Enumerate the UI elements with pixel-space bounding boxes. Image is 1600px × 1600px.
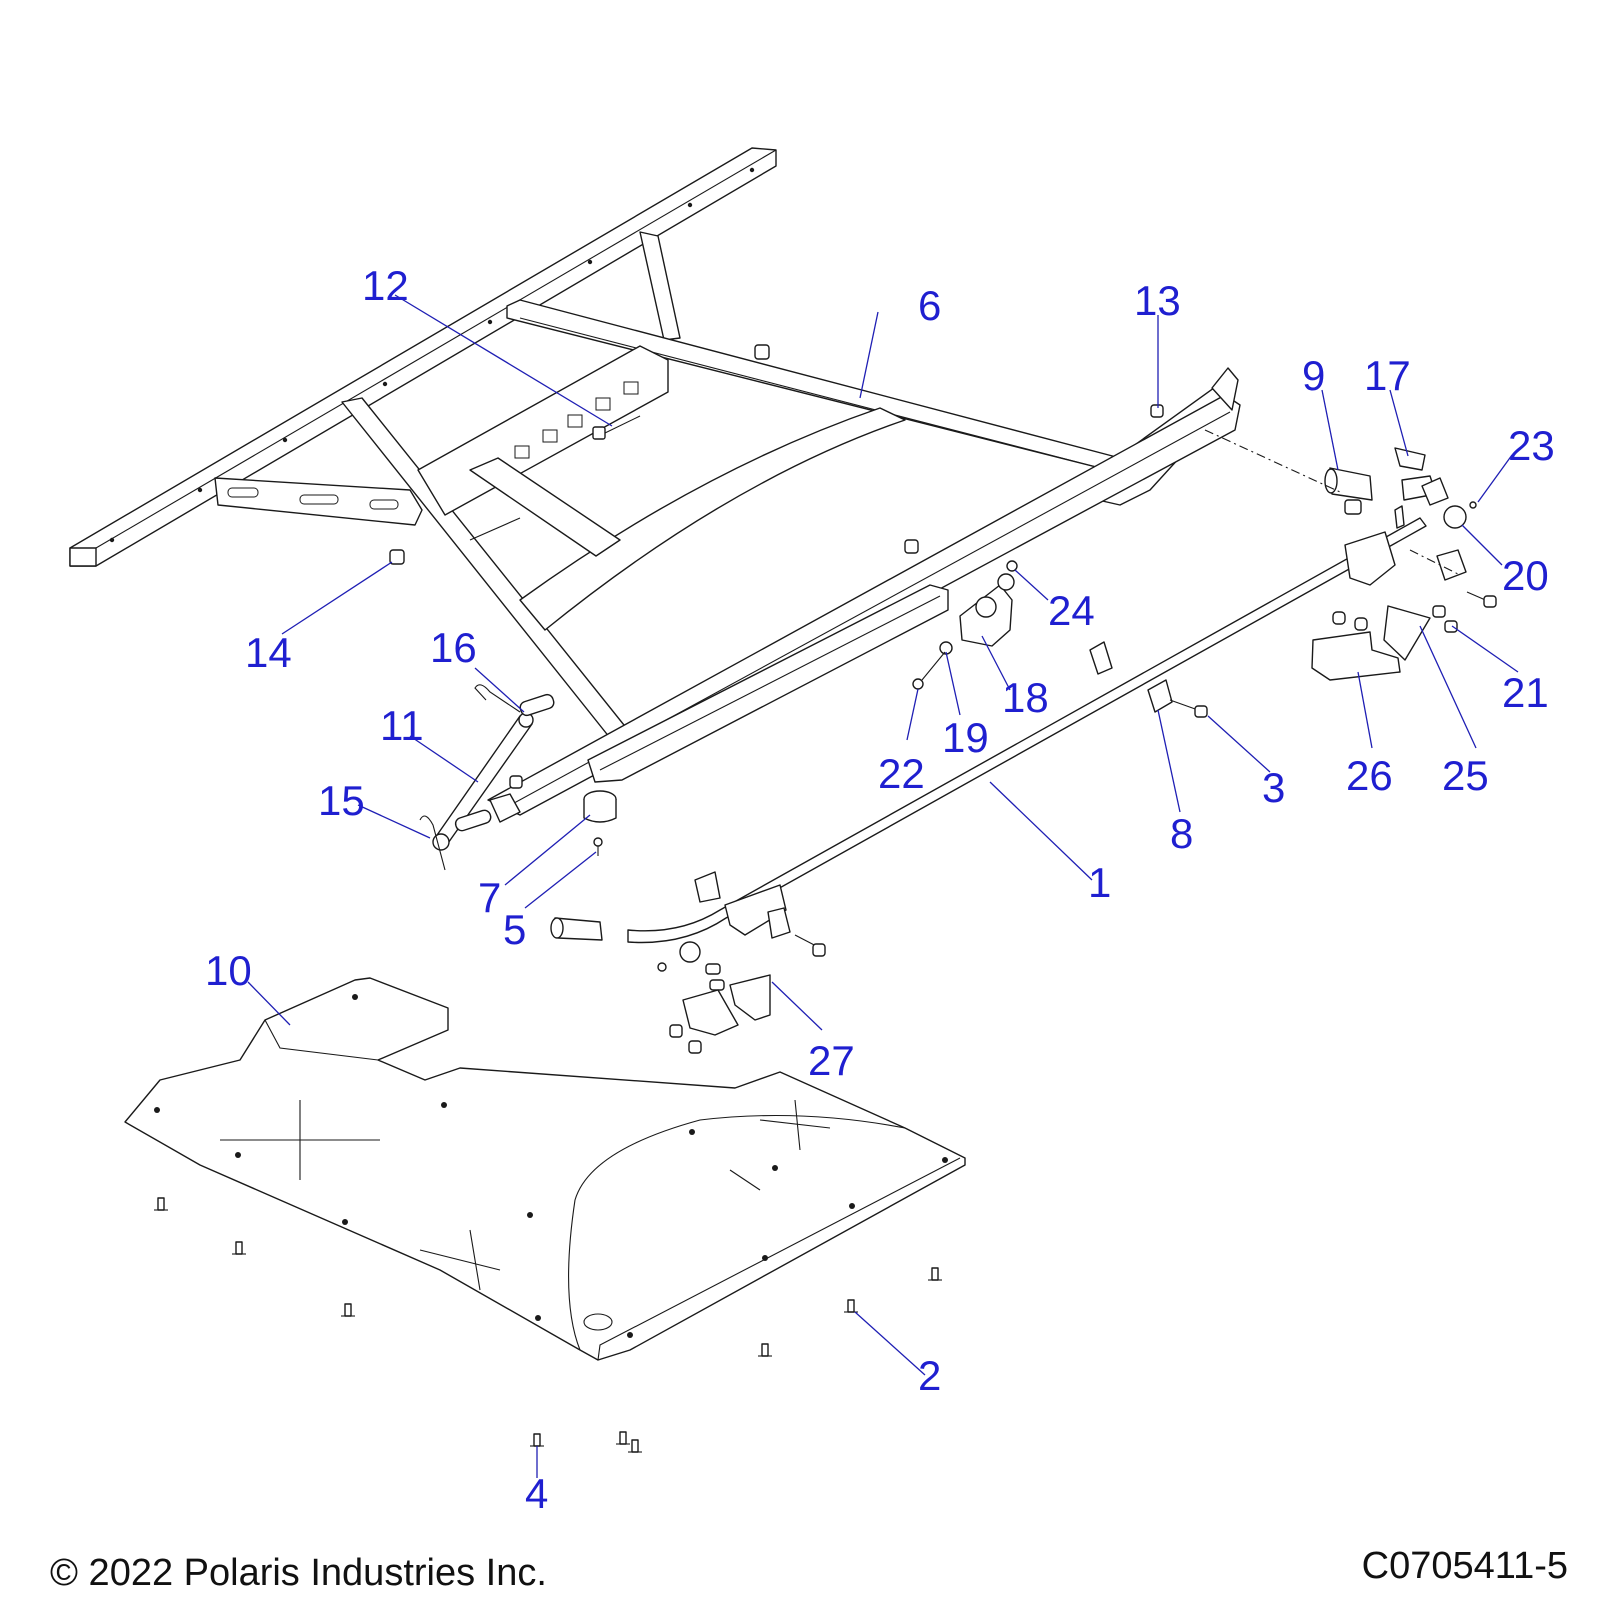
assembly-centerline <box>1204 429 1341 493</box>
callout-7: 7 <box>478 874 501 921</box>
callout-17: 17 <box>1364 352 1411 399</box>
callout-15: 15 <box>318 777 365 824</box>
callout-2: 2 <box>918 1352 941 1399</box>
callout-19: 19 <box>942 714 989 761</box>
callout-18: 18 <box>1002 674 1049 721</box>
callout-23: 23 <box>1508 422 1555 469</box>
bumper-and-screw <box>583 790 617 856</box>
callout-11: 11 <box>380 702 424 749</box>
frame-hardware <box>389 344 1164 789</box>
cargo-box-frame <box>69 147 1241 823</box>
gas-strut-assembly <box>419 684 555 871</box>
skid-plate <box>124 977 966 1361</box>
callout-16: 16 <box>430 624 477 671</box>
callout-13: 13 <box>1134 277 1181 324</box>
callout-1: 1 <box>1088 859 1111 906</box>
skid-plate-screws <box>154 1197 942 1453</box>
callout-22: 22 <box>878 750 925 797</box>
callout-25: 25 <box>1442 752 1489 799</box>
callout-labels: 1 2 3 4 5 6 7 8 9 10 11 12 13 14 15 16 1… <box>205 262 1555 1517</box>
callout-10: 10 <box>205 947 252 994</box>
copyright-notice: © 2022 Polaris Industries Inc. <box>50 1552 547 1594</box>
callout-21: 21 <box>1502 669 1549 716</box>
callout-3: 3 <box>1262 764 1285 811</box>
leader-lines <box>247 294 1519 1478</box>
callout-8: 8 <box>1170 810 1193 857</box>
callout-27: 27 <box>808 1037 855 1084</box>
center-latch-hardware <box>912 560 1208 718</box>
callout-14: 14 <box>245 629 292 676</box>
drawing-number: C0705411-5 <box>1361 1545 1568 1587</box>
latch-rod <box>550 467 1437 944</box>
rail-holes <box>109 167 755 543</box>
callout-4: 4 <box>525 1470 548 1517</box>
callout-6: 6 <box>918 282 941 329</box>
callout-20: 20 <box>1502 552 1549 599</box>
latch-left-hardware <box>657 871 826 1054</box>
callout-24: 24 <box>1048 587 1095 634</box>
latch-right-hardware <box>1311 447 1497 681</box>
callout-9: 9 <box>1302 352 1325 399</box>
callout-12: 12 <box>362 262 409 309</box>
callout-26: 26 <box>1346 752 1393 799</box>
callout-5: 5 <box>503 906 526 953</box>
